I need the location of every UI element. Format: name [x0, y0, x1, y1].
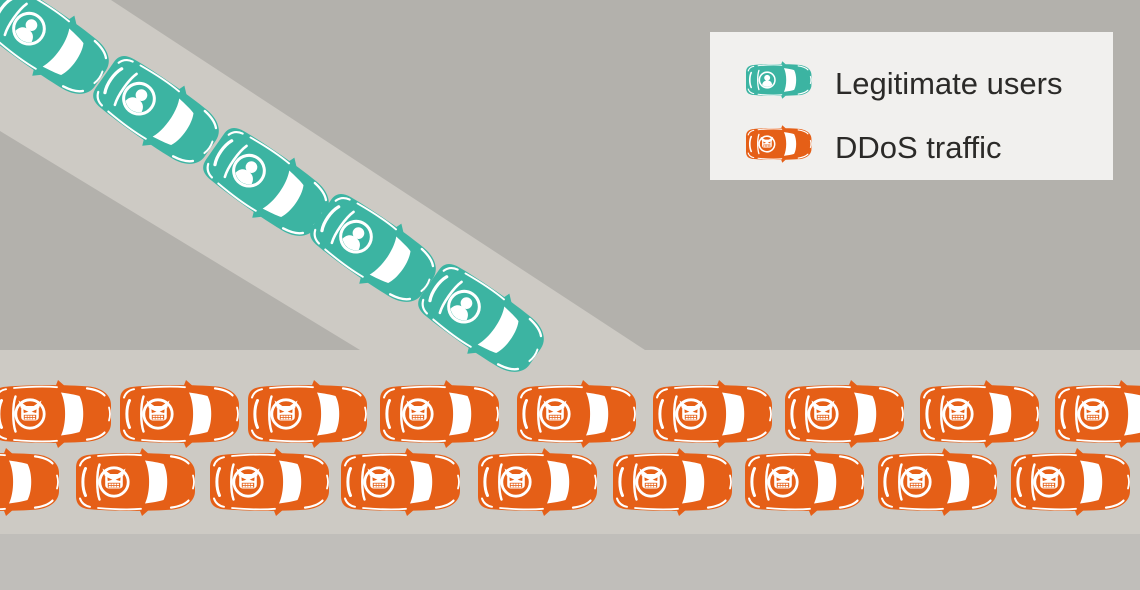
legend-item-ddos: DDoS traffic [746, 125, 1002, 165]
ddos-car [478, 448, 597, 516]
legit-car-icon [746, 61, 811, 98]
ddos-car [0, 380, 111, 448]
legend: Legitimate users DDoS traffic [710, 32, 1113, 180]
ddos-car [613, 448, 732, 516]
ddos-car [745, 448, 864, 516]
ddos-car [380, 380, 499, 448]
ddos-car [120, 380, 239, 448]
ddos-car [341, 448, 460, 516]
legend-label-legitimate: Legitimate users [835, 66, 1062, 101]
ddos-car [920, 380, 1039, 448]
ddos-car [653, 380, 772, 448]
ddos-car [248, 380, 367, 448]
legend-item-legitimate: Legitimate users [746, 61, 1062, 101]
ddos-car [210, 448, 329, 516]
lower-background [0, 534, 1140, 590]
ddos-car [517, 380, 636, 448]
ddos-car-icon [746, 125, 811, 162]
ddos-car [76, 448, 195, 516]
legend-label-ddos: DDoS traffic [835, 130, 1002, 165]
ddos-car [878, 448, 997, 516]
ddos-car [1055, 380, 1140, 448]
ddos-car [1011, 448, 1130, 516]
ddos-car [785, 380, 904, 448]
